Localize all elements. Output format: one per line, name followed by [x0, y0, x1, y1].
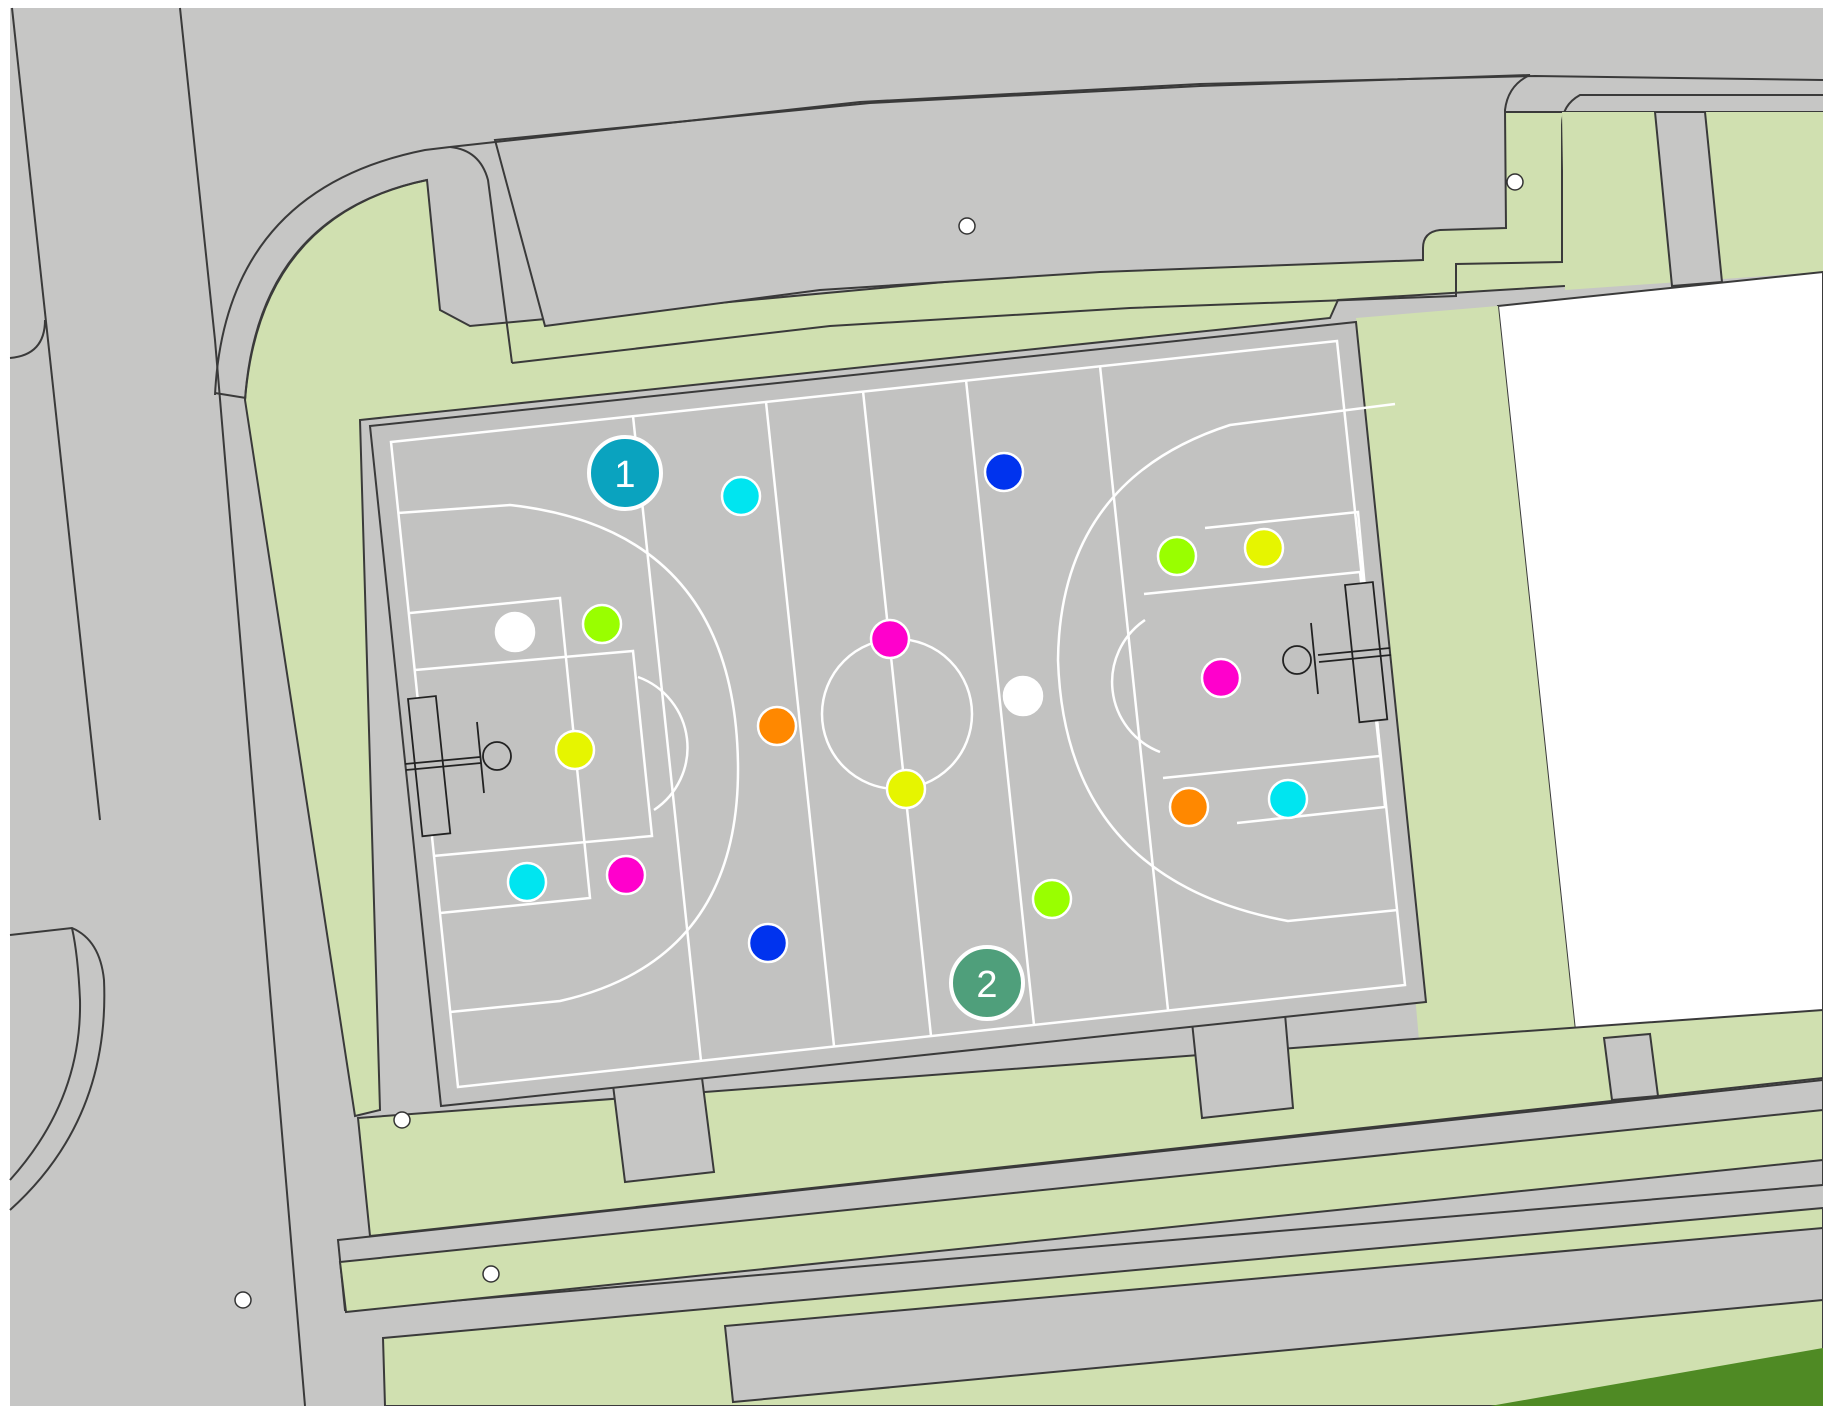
- road-curb-top: [9, 319, 46, 359]
- court-boundary: [389, 339, 1407, 1089]
- right-basket-pole: [1317, 647, 1391, 656]
- court-line-c: [964, 379, 1036, 1026]
- player-dot-blue: [747, 922, 789, 964]
- player-dot-magenta: [1200, 657, 1242, 699]
- parking-lower: [723, 1226, 1823, 1404]
- player-dot-blue: [983, 451, 1025, 493]
- marker-1[interactable]: 1: [587, 435, 663, 511]
- player-dot-cyan: [720, 475, 762, 517]
- marker-2-label: 2: [976, 964, 997, 1006]
- sidewalk-join: [214, 392, 247, 399]
- marker-2[interactable]: 2: [949, 945, 1025, 1021]
- player-dot-lime: [581, 603, 623, 645]
- player-dots: [494, 451, 1309, 964]
- player-dot-white: [494, 611, 536, 653]
- left-basket-pad: [407, 695, 452, 838]
- left-hoop: [482, 741, 512, 771]
- court-centerline: [861, 390, 933, 1037]
- left-backboard: [476, 721, 485, 794]
- player-dot-lime: [1031, 878, 1073, 920]
- parking-bay-outer: [449, 74, 1823, 148]
- path-below-building: [1602, 1032, 1660, 1102]
- court-line-d: [1098, 365, 1170, 1011]
- post-icon: [958, 217, 976, 235]
- right-three-point: [1056, 402, 1399, 923]
- marker-2-circle[interactable]: [949, 945, 1025, 1021]
- post-icon: [234, 1291, 252, 1309]
- left-basket-pole-b: [405, 762, 482, 771]
- player-dot-yellow: [554, 729, 596, 771]
- right-backboard: [1310, 622, 1319, 695]
- map-margin-left: [0, 0, 10, 1406]
- post-icon: [482, 1265, 500, 1283]
- left-key-inner: [414, 649, 654, 858]
- player-dot-cyan: [506, 861, 548, 903]
- right-basket-pole-b: [1318, 654, 1392, 663]
- entrance-pad-left: [611, 1076, 716, 1184]
- sidewalk-curve-outer: [214, 146, 451, 396]
- court-line-a: [631, 415, 703, 1062]
- road-edge-left: [11, 7, 101, 821]
- right-free-throw-arc: [1110, 618, 1161, 754]
- parking-bay-left: [449, 146, 513, 364]
- player-dot-yellow: [885, 768, 927, 810]
- court-line-b: [764, 401, 836, 1047]
- left-three-point: [397, 503, 740, 1014]
- player-dot-magenta: [869, 618, 911, 660]
- map-margin-top: [0, 0, 1823, 8]
- post-icon: [393, 1111, 411, 1129]
- player-dot-cyan: [1267, 778, 1309, 820]
- player-dot-magenta: [605, 854, 647, 896]
- player-dot-yellow: [1243, 527, 1285, 569]
- player-dot-orange: [1168, 786, 1210, 828]
- right-basket: [1282, 581, 1392, 724]
- parking-bay: [493, 74, 1531, 328]
- player-dot-white: [1002, 675, 1044, 717]
- left-basket-pole: [404, 756, 481, 765]
- sports-field: [1490, 1348, 1823, 1406]
- marker-1-circle[interactable]: [587, 435, 663, 511]
- player-dot-lime: [1156, 535, 1198, 577]
- marker-1-label: 1: [614, 454, 635, 496]
- right-hoop: [1282, 645, 1312, 675]
- left-basket: [404, 695, 512, 838]
- entrance-pad-right: [1190, 1012, 1295, 1120]
- road-curb-bottom-inner: [9, 927, 82, 1181]
- post-icon: [1506, 173, 1524, 191]
- site-posts: [234, 173, 1524, 1309]
- left-free-throw-arc: [637, 675, 689, 812]
- sidewalk-curve-inner: [244, 179, 428, 401]
- lawn-lower-band: [338, 1108, 1823, 1314]
- road-curb-bottom: [9, 926, 106, 1211]
- player-dot-orange: [756, 705, 798, 747]
- right-basket-pad: [1344, 581, 1389, 724]
- road-edge-right: [179, 7, 306, 1406]
